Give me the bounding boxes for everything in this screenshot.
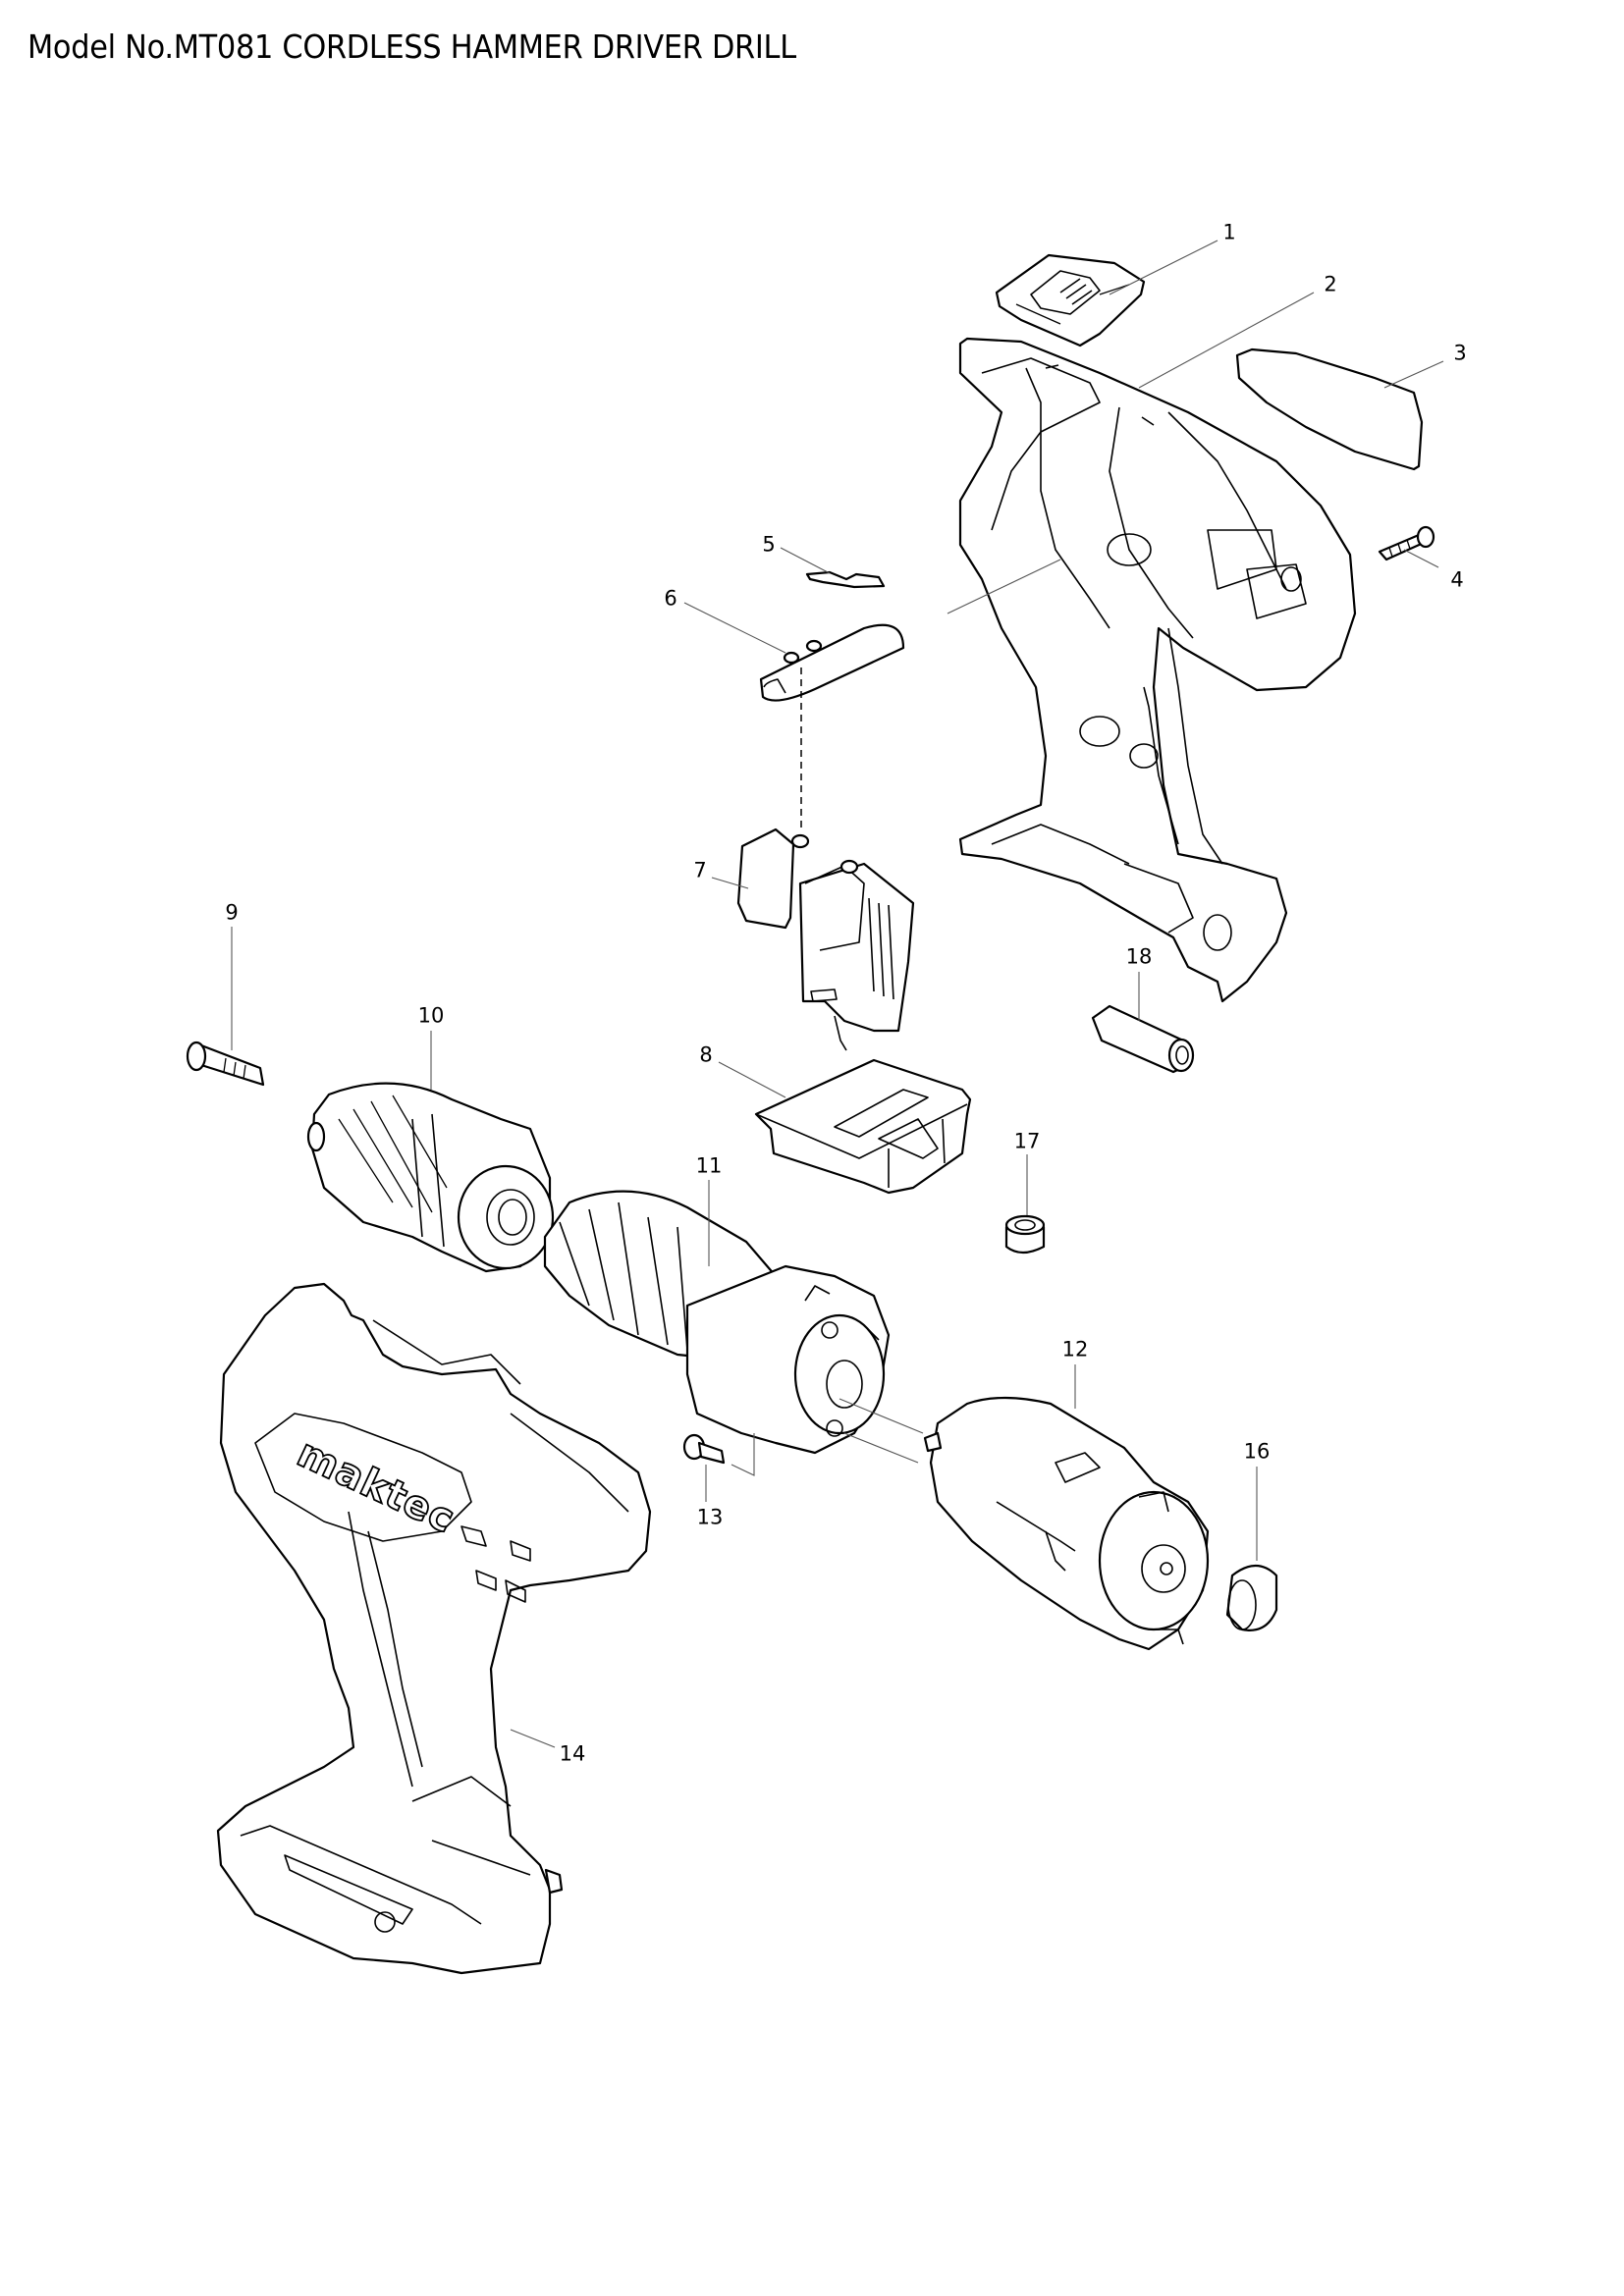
part-17-rubber-ring: [1004, 1214, 1046, 1255]
callout-13-pan-head-screw: 13: [696, 1505, 724, 1529]
part-18-rubber-sleeve: [1091, 1004, 1195, 1074]
callout-5-compression-spring: 5: [762, 532, 776, 557]
leader-1: [1109, 240, 1218, 295]
part-6-change-lever: [759, 623, 905, 702]
part-10-keyless-chuck: [306, 1082, 555, 1273]
callout-2-housing-set-right: 2: [1324, 272, 1337, 296]
part-5-compression-spring: [805, 570, 886, 589]
page-title: Model No.MT081 CORDLESS HAMMER DRIVER DR…: [27, 27, 796, 66]
leader-4: [1403, 549, 1439, 568]
leader-2b: [947, 559, 1061, 614]
callout-6-change-lever: 6: [664, 586, 677, 611]
leader-14: [510, 1729, 556, 1748]
callout-12-dc-motor: 12: [1061, 1337, 1089, 1362]
part-8-terminal: [754, 1058, 972, 1195]
part-7-switch: [736, 828, 915, 1051]
callout-4-tapping-screw: 4: [1450, 567, 1464, 592]
part-12-dc-motor: [923, 1396, 1210, 1651]
leader-2: [1138, 292, 1315, 389]
callout-10-keyless-drill-chuck: 10: [417, 1003, 445, 1028]
callout-18-rubber-sleeve: 18: [1125, 944, 1153, 969]
callout-9-screw: 9: [225, 900, 239, 925]
leader-6: [683, 602, 786, 654]
part-9-screw: [186, 1041, 265, 1087]
motor-axis-line-2: [843, 1432, 919, 1464]
leader-5: [780, 547, 831, 574]
bracket-13: [731, 1433, 755, 1476]
callout-11-gear-assembly: 11: [695, 1153, 723, 1178]
part-13-pan-head-screw: [682, 1433, 726, 1465]
leader-3: [1383, 360, 1444, 389]
part-16-rubber-pin: [1225, 1564, 1278, 1631]
callout-16-rubber-pin: 16: [1243, 1439, 1271, 1464]
callout-3-name-plate: 3: [1453, 341, 1467, 365]
part-1-switch-lever-plate: [995, 253, 1146, 347]
part-2-housing-right: [958, 337, 1357, 1003]
part-11-gear-assembly: [543, 1190, 891, 1455]
callout-1-switch-lever-plate: 1: [1222, 220, 1236, 244]
motor-axis-line-1: [839, 1398, 924, 1434]
callout-7-switch: 7: [693, 858, 707, 882]
part-3-name-plate: [1235, 347, 1424, 471]
leader-7: [711, 877, 749, 889]
callout-14-housing-set-left: 14: [559, 1741, 586, 1766]
part-14-housing-left: maktec: [216, 1282, 652, 1975]
leader-8: [718, 1061, 786, 1098]
callout-8-terminal: 8: [699, 1042, 713, 1067]
part-4-tapping-screw: [1378, 525, 1435, 561]
callout-17-rubber-ring: 17: [1013, 1129, 1041, 1153]
